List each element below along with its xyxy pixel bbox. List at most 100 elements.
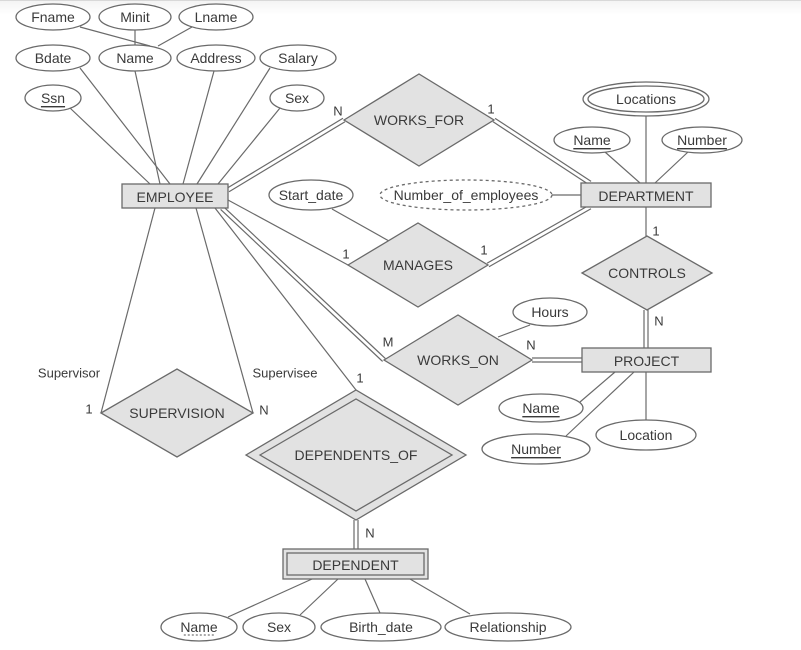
attribute-dept-name[interactable]: Name	[553, 126, 631, 154]
attribute-emp-address[interactable]: Address	[176, 44, 256, 72]
attribute-label: Number_of_employees	[394, 187, 539, 203]
attribute-dept-num-emp[interactable]: Number_of_employees	[379, 179, 553, 211]
entity-project[interactable]: PROJECT	[581, 347, 712, 373]
relationship-diamond	[99, 368, 255, 458]
cardinality-mg-dept: 1	[480, 243, 487, 258]
cardinality-do-emp: 1	[356, 371, 363, 386]
attribute-wo-hours[interactable]: Hours	[512, 297, 588, 327]
attribute-connector	[409, 578, 471, 615]
dependents-of-employee-link	[214, 207, 357, 391]
attribute-connector	[565, 371, 635, 437]
attribute-connector	[299, 578, 339, 616]
relationship-works-on[interactable]: WORKS_ON	[382, 314, 534, 406]
attribute-proj-location[interactable]: Location	[595, 419, 697, 451]
attribute-label: Locations	[616, 91, 676, 107]
entity-box	[121, 183, 229, 209]
attribute-emp-minit[interactable]: Minit	[98, 3, 172, 31]
attribute-ellipse	[15, 3, 91, 31]
attribute-ellipse	[98, 3, 172, 31]
attribute-label: Name	[180, 619, 218, 635]
attribute-dept-number[interactable]: Number	[661, 126, 743, 154]
attribute-ellipse	[498, 393, 584, 423]
attribute-ellipse	[24, 84, 82, 112]
supervision-supervisee-link	[195, 207, 254, 414]
attribute-connector	[196, 67, 271, 185]
multivalued-inner-ellipse	[587, 85, 705, 113]
cardinality-wo-emp: M	[383, 335, 394, 350]
attribute-proj-number[interactable]: Number	[481, 433, 591, 465]
attribute-ellipse	[379, 179, 553, 211]
attribute-label: Name	[573, 132, 611, 148]
attribute-connector	[157, 26, 193, 47]
attribute-connector	[579, 371, 616, 403]
supervision-supervisor-link	[100, 207, 156, 414]
attribute-dep-birth-date[interactable]: Birth_date	[320, 612, 442, 642]
attribute-emp-fname[interactable]: Fname	[15, 3, 91, 31]
attribute-label: Minit	[120, 9, 150, 25]
works-for-employee-link	[228, 121, 346, 193]
relationship-dependents-of[interactable]: DEPENDENTS_OF	[244, 389, 468, 521]
entity-department[interactable]: DEPARTMENT	[580, 182, 712, 208]
attribute-connector	[134, 70, 161, 185]
entity-box	[580, 182, 712, 208]
shape-layer: EMPLOYEE DEPARTMENT PROJECT DEPENDENT WORKS_…	[15, 3, 743, 642]
relationship-supervision[interactable]: SUPERVISION	[99, 368, 255, 458]
entity-label: EMPLOYEE	[136, 189, 213, 205]
attribute-ellipse	[444, 612, 572, 642]
attribute-ellipse	[15, 44, 91, 72]
entity-dependent[interactable]: DEPENDENT	[282, 548, 429, 580]
attribute-ellipse	[320, 612, 442, 642]
attribute-dep-relationship[interactable]: Relationship	[444, 612, 572, 642]
entity-employee[interactable]: EMPLOYEE	[121, 183, 229, 209]
attribute-dept-locations[interactable]: Locations	[582, 81, 710, 117]
relationship-diamond	[580, 235, 714, 311]
attribute-connector	[69, 107, 151, 185]
connector-layer	[69, 26, 689, 618]
attribute-connector	[364, 578, 381, 614]
relationship-controls[interactable]: CONTROLS	[580, 235, 714, 311]
cardinality-sv-sup: 1	[85, 402, 92, 417]
cardinality-mg-emp: 1	[342, 247, 349, 262]
cardinality-wf-emp: N	[333, 104, 342, 119]
attribute-ellipse	[268, 179, 354, 211]
attribute-emp-bdate[interactable]: Bdate	[15, 44, 91, 72]
manages-department-link	[486, 204, 590, 264]
attribute-emp-ssn[interactable]: Ssn	[24, 84, 82, 112]
entity-box	[581, 347, 712, 373]
attribute-connector	[654, 151, 689, 184]
manages-employee-link	[227, 199, 349, 266]
relationship-diamond	[382, 314, 534, 406]
relationship-diamond	[342, 73, 496, 167]
attribute-emp-sex[interactable]: Sex	[269, 84, 325, 112]
attribute-emp-lname[interactable]: Lname	[178, 3, 254, 31]
attribute-mgr-start-date[interactable]: Start_date	[268, 179, 354, 211]
attribute-dep-name[interactable]: Name	[160, 612, 238, 642]
attribute-label: Fname	[31, 9, 75, 25]
cardinality-ct-dept: 1	[652, 224, 659, 239]
attribute-emp-salary[interactable]: Salary	[259, 44, 337, 72]
attribute-ellipse	[176, 44, 256, 72]
attribute-connector	[331, 208, 390, 242]
attribute-label: Sex	[285, 90, 309, 106]
attribute-label: Sex	[267, 619, 291, 635]
attribute-label: Salary	[278, 50, 318, 66]
attribute-emp-name[interactable]: Name	[98, 44, 172, 72]
attribute-label: Number	[511, 441, 561, 457]
works-on-employee-link	[222, 206, 386, 359]
works-for-employee-link	[226, 117, 344, 189]
attribute-dep-sex[interactable]: Sex	[242, 612, 316, 642]
relationship-manages[interactable]: MANAGES	[346, 222, 490, 308]
works-for-department-link	[494, 117, 592, 182]
attribute-connector	[604, 151, 641, 184]
works-for-department-link	[492, 121, 590, 186]
attribute-label: Location	[620, 427, 673, 443]
attribute-proj-name[interactable]: Name	[498, 393, 584, 423]
attribute-ellipse	[512, 297, 588, 327]
attribute-label: Hours	[531, 304, 568, 320]
attribute-connector	[79, 26, 151, 47]
attribute-ellipse	[595, 419, 697, 451]
cardinality-ct-proj: N	[654, 314, 663, 329]
relationship-works-for[interactable]: WORKS_FOR	[342, 73, 496, 167]
entity-label: PROJECT	[614, 353, 680, 369]
